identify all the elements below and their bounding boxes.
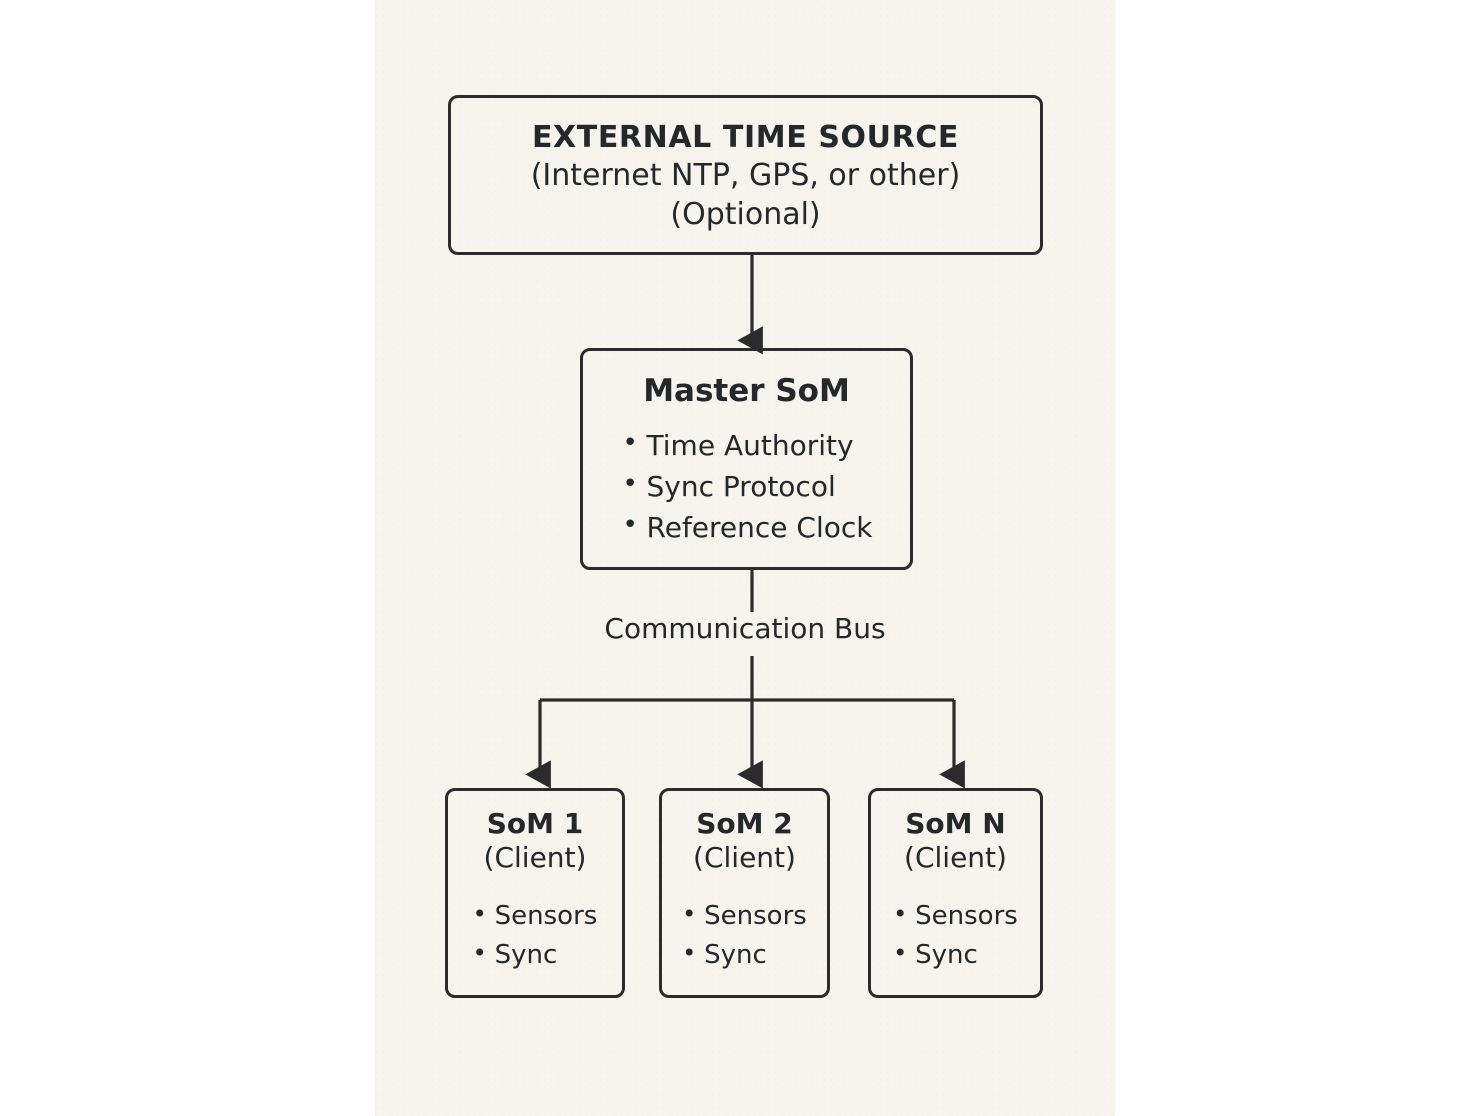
node-master-som[interactable]: Master SoM Time Authority Sync Protocol … [580,348,913,570]
som-client-2-role: (Client) [693,841,796,875]
list-item: Sync Protocol [621,466,873,508]
external-source-note: (Optional) [670,197,821,233]
list-item: Sync [682,935,807,975]
list-item: Reference Clock [621,507,873,549]
node-som-client-1[interactable]: SoM 1 (Client) Sensors Sync [445,788,625,998]
node-som-client-n[interactable]: SoM N (Client) Sensors Sync [868,788,1043,998]
som-client-2-title: SoM 2 [696,807,793,840]
list-item: Sensors [893,896,1018,936]
list-item: Time Authority [621,425,873,467]
list-item: Sync [473,935,598,975]
list-item: Sensors [682,896,807,936]
master-som-title: Master SoM [643,373,850,409]
som-client-n-role: (Client) [904,841,1007,875]
node-external-time-source[interactable]: EXTERNAL TIME SOURCE (Internet NTP, GPS,… [448,95,1043,255]
master-som-feature-list: Time Authority Sync Protocol Reference C… [621,425,873,549]
som-client-2-feature-list: Sensors Sync [682,896,807,975]
node-som-client-2[interactable]: SoM 2 (Client) Sensors Sync [659,788,830,998]
som-client-1-feature-list: Sensors Sync [473,896,598,975]
list-item: Sync [893,935,1018,975]
som-client-n-title: SoM N [905,807,1006,840]
som-client-n-feature-list: Sensors Sync [893,896,1018,975]
som-client-1-title: SoM 1 [486,807,584,840]
external-source-subtitle: (Internet NTP, GPS, or other) [530,158,961,194]
som-client-1-role: (Client) [483,841,587,875]
list-item: Sensors [473,896,598,936]
external-source-title: EXTERNAL TIME SOURCE [531,119,960,155]
communication-bus-label: Communication Bus [604,612,886,645]
